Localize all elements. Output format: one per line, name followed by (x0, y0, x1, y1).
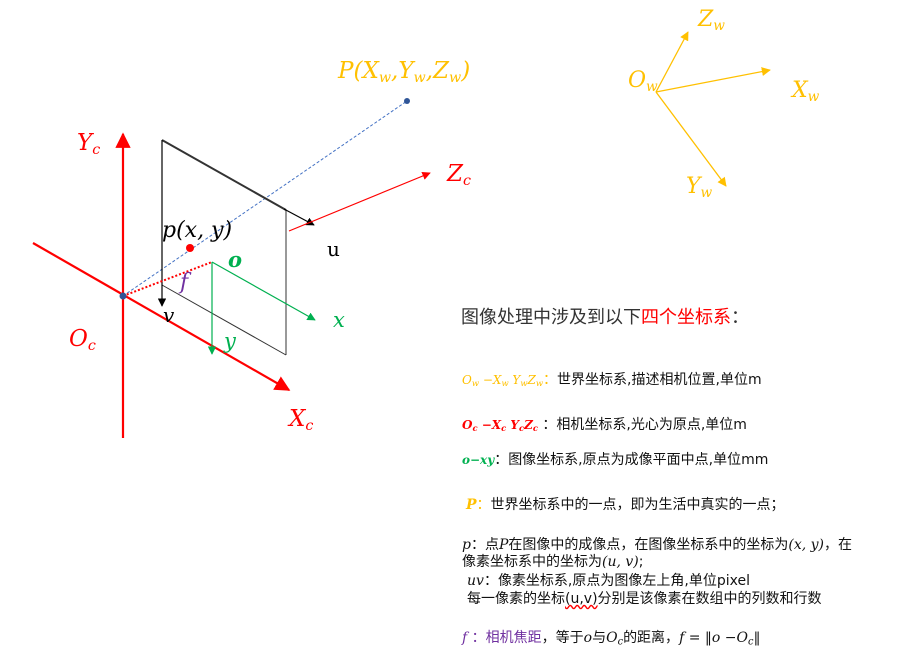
point-p-desc-line1: p：点P在图像中的成像点，在图像坐标系中的坐标为(x, y)，在 (462, 537, 853, 553)
label-v: v (163, 303, 175, 327)
zw-axis (655, 31, 689, 93)
point-p-desc-line2: 像素坐标系中的坐标为(u, v); (462, 554, 644, 570)
label-o: o (228, 247, 243, 272)
point-P-desc: P：世界坐标系中的一点，即为生活中真实的一点； (466, 497, 785, 513)
label-Oc: Oc (69, 326, 96, 354)
world-axes (655, 31, 771, 187)
explanation-title: 图像处理中涉及到以下四个坐标系： (461, 307, 749, 328)
label-Xw: Xw (792, 78, 820, 105)
label-Yc: Yc (77, 130, 101, 158)
label-p-image: p(x, y) (162, 218, 233, 243)
image-system-desc: o−xy：图像坐标系,原点为成像平面中点,单位mm (462, 452, 769, 468)
focal-length-line (122, 261, 213, 297)
xc-axis (32, 242, 291, 391)
x-axis (211, 261, 316, 321)
focal-desc: f ：相机焦距，等于o与Oc的距离，f = ‖o −Oc‖ (462, 630, 761, 648)
camera-axes (32, 132, 431, 438)
label-u: u (327, 237, 340, 261)
label-y: y (224, 329, 236, 353)
label-Zw: Zw (698, 7, 725, 34)
image-plane (157, 139, 315, 356)
label-x: x (333, 308, 345, 332)
image-point-p (186, 244, 194, 252)
zc-axis (288, 171, 431, 232)
label-Ow: Ow (628, 68, 658, 95)
label-P-world: P(Xw,Yw,Zw) (338, 58, 471, 86)
label-Zc: Zc (447, 161, 471, 189)
world-system-desc: Ow −Xw YwZw：世界坐标系,描述相机位置,单位m (462, 372, 762, 389)
pixel-note: 每一像素的坐标(u,v)分别是该像素在数组中的列数和行数 (467, 591, 822, 607)
camera-origin-point (119, 292, 127, 300)
image-axes (207, 261, 316, 355)
yw-axis (655, 91, 727, 187)
label-Xc: Xc (289, 406, 314, 434)
label-f: f (180, 270, 189, 295)
xw-axis (655, 67, 771, 93)
camera-system-desc: Oc −Xc YcZc ：相机坐标系,光心为原点,单位m (462, 417, 747, 434)
world-point-P (404, 98, 410, 104)
label-Yw: Yw (686, 174, 713, 201)
pixel-system-desc: uv：像素坐标系,原点为图像左上角,单位pixel (467, 573, 750, 589)
